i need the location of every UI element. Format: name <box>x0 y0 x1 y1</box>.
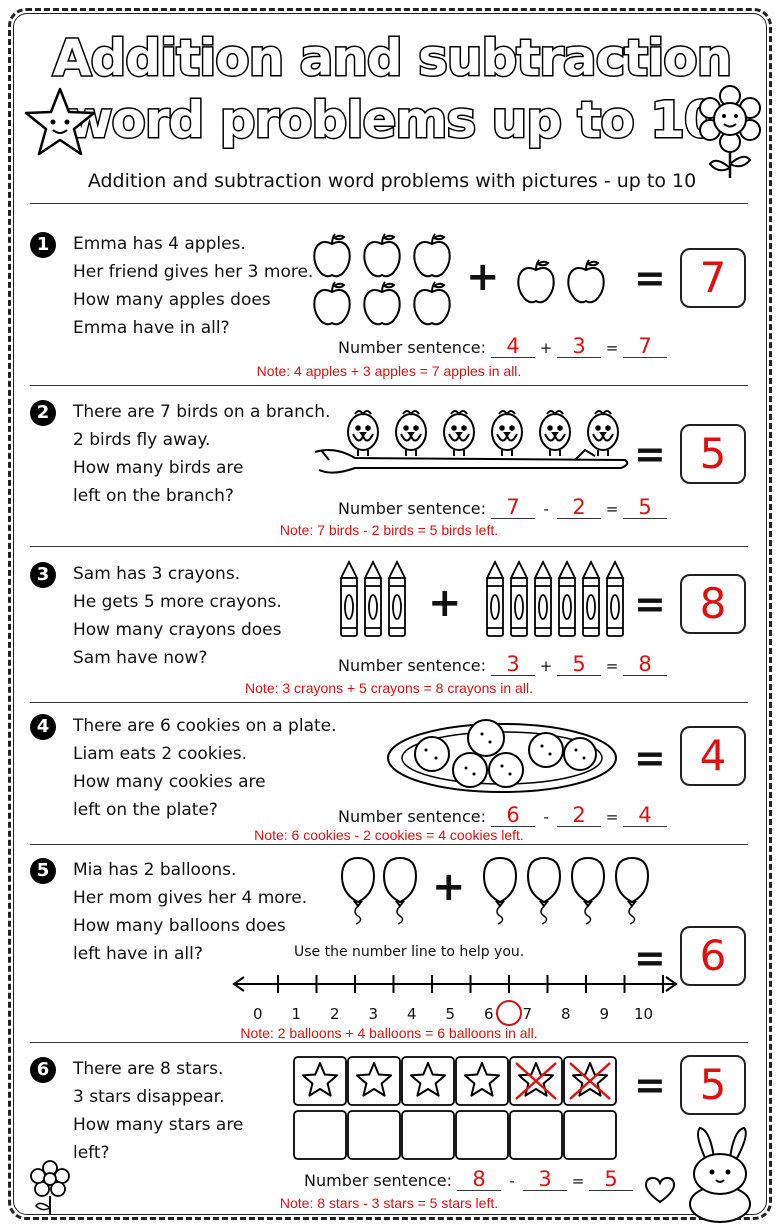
ten-frame-cell <box>401 1110 455 1160</box>
apple-group-right <box>517 259 605 304</box>
number-line-tick-label: 2 <box>330 1005 340 1023</box>
problem-question: Emma has 4 apples.Her friend gives her 3… <box>73 234 314 338</box>
problem-number: 2 <box>30 400 56 426</box>
problem-number: 3 <box>30 562 56 588</box>
equals-sign: = <box>634 736 666 780</box>
divider <box>30 203 748 204</box>
problem-1: 1 Emma has 4 apples.Her friend gives her… <box>30 230 748 385</box>
star-face-icon <box>24 87 96 156</box>
number-line-tick-label: 5 <box>445 1005 456 1023</box>
note: Note: 3 crayons + 5 crayons = 8 crayons … <box>245 680 533 696</box>
ten-frame-cell <box>509 1110 563 1160</box>
problem-question: Sam has 3 crayons.He gets 5 more crayons… <box>73 564 282 668</box>
cross-out-mark <box>569 1062 611 1100</box>
page-border <box>8 8 772 1220</box>
number-line-tick-label: 0 <box>253 1005 263 1023</box>
problem-question: Mia has 2 balloons.Her mom gives her 4 m… <box>73 860 308 964</box>
arrow-right-icon <box>665 976 678 992</box>
answer-box: 8 <box>680 574 746 634</box>
answer-box: 6 <box>680 926 746 986</box>
plus-sign: + <box>466 254 500 300</box>
problem-3: 3 Sam has 3 crayons.He gets 5 more crayo… <box>30 559 748 702</box>
star-icon <box>301 1062 339 1097</box>
arrow-left-icon <box>232 976 245 992</box>
divider <box>30 1042 748 1043</box>
number-line-tick-label: 4 <box>407 1005 417 1023</box>
number-line-tick-label: 10 <box>634 1005 654 1023</box>
note: Note: 6 cookies - 2 cookies = 4 cookies … <box>254 827 524 843</box>
number-sentence: Number sentence: 4+3=7 <box>338 335 668 358</box>
plus-sign: + <box>432 864 466 910</box>
number-line-tick-label: 6 <box>484 1005 494 1023</box>
answer-box: 4 <box>680 726 746 786</box>
cross-out-mark <box>515 1062 557 1100</box>
number-sentence: Number sentence: 3+5=8 <box>338 653 668 676</box>
problem-question: There are 6 cookies on a plate.Liam eats… <box>73 716 337 820</box>
ten-frame-cell <box>293 1110 347 1160</box>
number-sentence: Number sentence: 8-3=5 <box>304 1168 634 1191</box>
problem-question: There are 8 stars.3 stars disappear.How … <box>73 1059 244 1163</box>
equals-sign: = <box>634 936 666 980</box>
ten-frame <box>293 1056 617 1160</box>
bunny-icon <box>689 1126 751 1223</box>
number-sentence: Number sentence: 6-2=4 <box>338 804 668 827</box>
problem-number: 1 <box>30 232 56 258</box>
equals-sign: = <box>634 582 666 626</box>
problem-number: 6 <box>30 1057 56 1083</box>
problem-2: 2 There are 7 birds on a branch.2 birds … <box>30 398 748 546</box>
note: Note: 4 apples + 3 apples = 7 apples in … <box>256 363 522 379</box>
page-inner-border <box>13 13 767 1215</box>
number-line-hint: Use the number line to help you. <box>294 944 525 960</box>
balloons-right <box>483 857 649 925</box>
problem-number: 5 <box>30 858 56 884</box>
subtitle: Addition and subtraction word problems w… <box>87 170 697 192</box>
problem-5: 5 Mia has 2 balloons.Her mom gives her 4… <box>30 856 748 1042</box>
answer-box: 7 <box>680 248 746 308</box>
birds-on-branch <box>314 410 629 474</box>
ten-frame-cell <box>455 1110 509 1160</box>
divider <box>30 385 748 386</box>
problem-6: 6 There are 8 stars.3 stars disappear.Ho… <box>30 1055 748 1215</box>
number-line <box>232 975 678 1026</box>
answer-box: 5 <box>680 1055 746 1115</box>
star-icon <box>409 1062 447 1097</box>
number-line-tick-label: 1 <box>291 1005 302 1023</box>
ten-frame-cell <box>563 1110 617 1160</box>
crayons-left <box>339 559 406 637</box>
equals-sign: = <box>634 256 666 300</box>
divider <box>30 702 748 703</box>
small-flower-icon <box>30 1160 70 1214</box>
equals-sign: = <box>634 432 666 476</box>
circled-answer-mark <box>496 1000 522 1026</box>
problem-question: There are 7 birds on a branch.2 birds fl… <box>73 402 331 506</box>
plus-sign: + <box>428 580 462 626</box>
crayons-right <box>486 561 624 637</box>
equals-sign: = <box>634 1063 666 1107</box>
note: Note: 2 balloons + 4 balloons = 6 balloo… <box>240 1025 538 1041</box>
apple-group-left <box>313 233 451 326</box>
cookie-plate <box>387 719 617 793</box>
number-line-tick-label: 3 <box>368 1005 379 1023</box>
flower-face-icon <box>699 85 761 178</box>
star-icon <box>355 1062 393 1097</box>
problem-4: 4 There are 6 cookies on a plate.Liam ea… <box>30 712 748 844</box>
number-sentence: Number sentence: 7-2=5 <box>338 496 668 519</box>
divider <box>30 546 748 547</box>
note: Note: 8 stars - 3 stars = 5 stars left. <box>279 1195 499 1211</box>
divider <box>30 844 748 845</box>
page-title-line2: word problems up to 10 <box>65 91 720 150</box>
star-icon <box>463 1062 501 1097</box>
number-line-tick-label: 8 <box>561 1005 571 1023</box>
number-line-tick-label: 9 <box>599 1005 610 1023</box>
number-line-tick-label: 7 <box>522 1005 533 1023</box>
page-title-line1: Addition and subtraction <box>51 29 733 88</box>
ten-frame-cell <box>347 1110 401 1160</box>
balloons-left <box>340 856 417 925</box>
problem-number: 4 <box>30 714 56 740</box>
heart-icon <box>644 1176 676 1204</box>
note: Note: 7 birds - 2 birds = 5 birds left. <box>279 522 499 538</box>
answer-box: 5 <box>680 424 746 484</box>
